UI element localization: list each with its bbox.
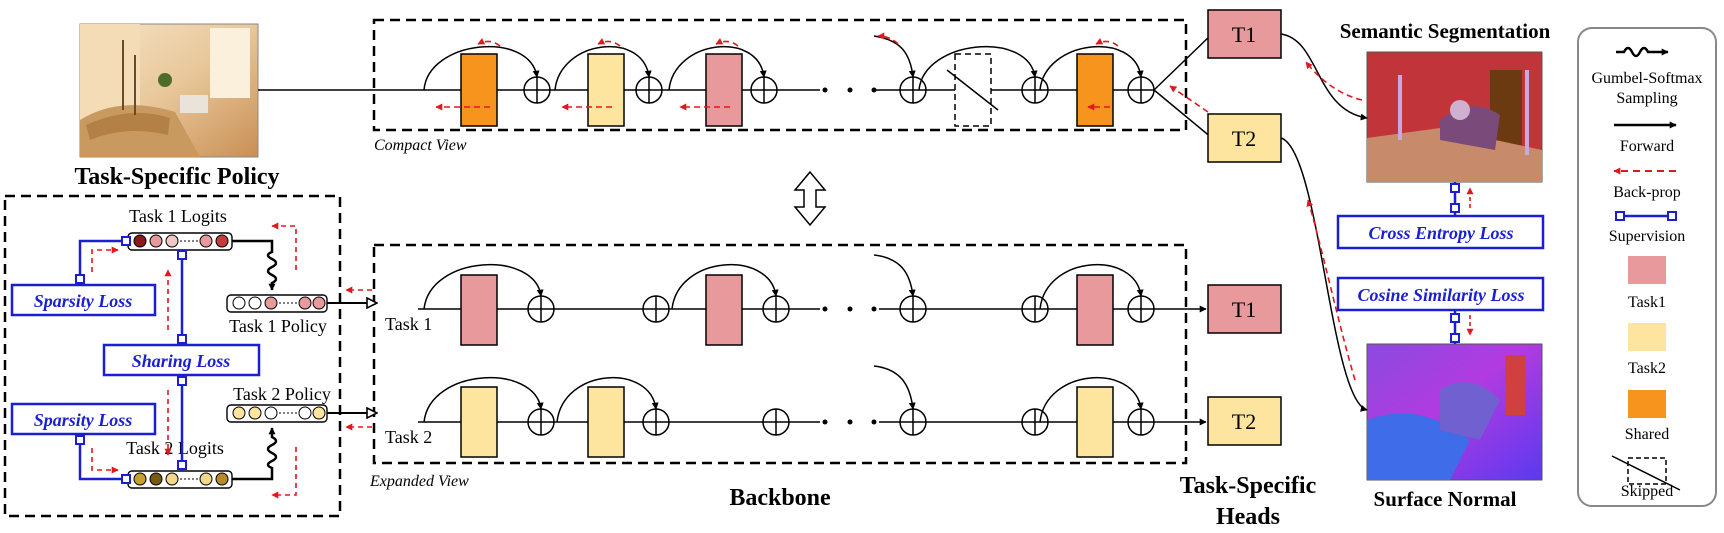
legend-supervision-label: Supervision [1609, 228, 1685, 245]
head-t2-expanded [1207, 396, 1282, 446]
task-specific-policy-title: Task-Specific Policy [74, 164, 279, 190]
head-t2-top [1207, 113, 1282, 163]
head-t2-expanded-label: T2 [1232, 409, 1256, 434]
sparsity-loss-label-2: Sparsity Loss [34, 410, 133, 430]
expanded-view-box [372, 243, 1188, 465]
sparsity-loss-label-1: Sparsity Loss [34, 291, 133, 311]
legend-shared-label: Shared [1625, 426, 1669, 443]
task2-logits-vector [127, 470, 233, 489]
semantic-segmentation-title: Semantic Segmentation [1340, 19, 1551, 43]
task2-row-label: Task 2 [385, 427, 432, 447]
legend-task1-swatch [1628, 256, 1666, 284]
legend-backprop-label: Back-prop [1613, 184, 1681, 201]
legend-supervision-icon [1615, 211, 1677, 221]
t2-to-normal-arrow [1280, 137, 1368, 412]
cosine-similarity-loss-label: Cosine Similarity Loss [1357, 285, 1524, 305]
head-t2-label: T2 [1232, 126, 1256, 151]
legend-forward-label: Forward [1620, 138, 1674, 155]
input-room-image [79, 23, 259, 158]
gumbel-sample-arrow-2 [232, 427, 278, 481]
head-t1-expanded-label: T1 [1232, 297, 1256, 322]
expanded-view-label: Expanded View [369, 473, 469, 490]
compact-view-box [372, 18, 1188, 132]
cross-entropy-loss-label: Cross Entropy Loss [1368, 223, 1513, 243]
block-task1 [705, 53, 743, 127]
policy-supervision-lines [78, 239, 184, 481]
expanded-task2-row [418, 365, 1207, 458]
task1-logits-label: Task 1 Logits [129, 206, 227, 226]
surface-normal-image [1366, 343, 1543, 481]
legend-skipped-icon [1611, 455, 1681, 491]
task2-policy-vector [226, 404, 328, 423]
block-shared [460, 53, 498, 127]
legend-gumbel-icon [1616, 46, 1669, 58]
block-skipped [954, 53, 992, 127]
backbone-title: Backbone [729, 485, 831, 511]
cross-entropy-loss-box [1336, 214, 1545, 250]
legend-shared-swatch [1628, 390, 1666, 418]
sharing-loss-label: Sharing Loss [132, 351, 231, 371]
policy-box [3, 194, 342, 518]
t1-to-segmentation-arrow [1280, 33, 1368, 121]
legend-skipped-label: Skipped [1621, 483, 1673, 500]
block-task2 [587, 53, 625, 127]
head-t1-label: T1 [1232, 22, 1256, 47]
view-swap-arrow-icon [793, 170, 827, 227]
block-shared [1076, 53, 1114, 127]
gumbel-sample-arrow-1 [232, 239, 278, 291]
sparsity-loss-box-2 [10, 402, 157, 436]
task1-policy-label: Task 1 Policy [229, 316, 327, 336]
heads-title-line1: Task-Specific [1180, 473, 1317, 499]
to-head-t2-line [1153, 89, 1213, 139]
sparsity-loss-box-1 [10, 283, 157, 317]
compact-view-label: Compact View [374, 137, 467, 154]
sharing-loss-box [102, 343, 261, 377]
task2-logits-label: Task 2 Logits [126, 438, 224, 458]
legend-gumbel-label-1: Gumbel-Softmax [1591, 70, 1702, 87]
legend-gumbel-label-2: Sampling [1616, 90, 1677, 107]
semantic-segmentation-image [1366, 51, 1543, 183]
compact-view-network [418, 32, 1155, 127]
surface-normal-title: Surface Normal [1374, 487, 1517, 511]
legend-task2-label: Task2 [1628, 360, 1666, 377]
task1-row-label: Task 1 [385, 314, 432, 334]
to-head-t1-line [1153, 33, 1213, 91]
legend-task1-label: Task1 [1628, 294, 1666, 311]
task1-policy-vector [226, 294, 328, 313]
task2-policy-label: Task 2 Policy [233, 384, 331, 404]
head-t1-expanded [1207, 284, 1282, 334]
task1-logits-vector [127, 232, 233, 251]
heads-title-line2: Heads [1216, 504, 1280, 530]
cosine-similarity-loss-box [1336, 276, 1545, 312]
expanded-task1-row [418, 254, 1207, 346]
legend-task2-swatch [1628, 323, 1666, 351]
